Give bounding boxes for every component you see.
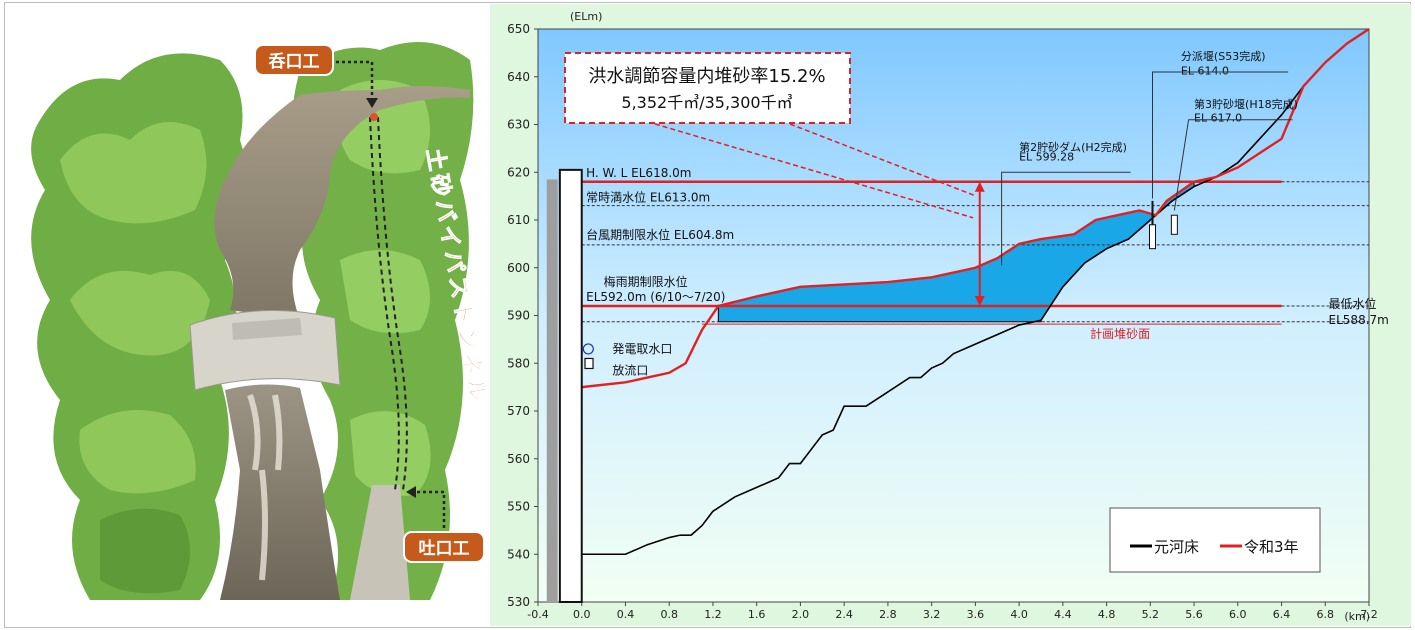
x-tick-label-14: 5.2 bbox=[1142, 608, 1160, 621]
x-tick-label-17: 6.4 bbox=[1273, 608, 1291, 621]
outlet-structure bbox=[350, 485, 410, 600]
reservoir bbox=[214, 86, 470, 320]
outlet-label: 吐口工 bbox=[419, 539, 470, 559]
outlet-marker bbox=[584, 357, 594, 370]
level-label-3: 梅雨期制限水位 bbox=[604, 274, 688, 289]
dam-illustration: 呑口工 吐口工 土砂バイパストンネル bbox=[31, 42, 490, 601]
y-unit-label: (ELm) bbox=[570, 10, 602, 23]
x-tick-label-4: 1.2 bbox=[704, 608, 722, 621]
y-tick-label-8: 610 bbox=[507, 213, 530, 227]
callout-pointer-2 bbox=[789, 123, 976, 197]
x-tick-label-0: -0.4 bbox=[527, 608, 548, 621]
x-tick-label-13: 4.8 bbox=[1098, 608, 1116, 621]
dam-body bbox=[189, 310, 341, 391]
y-tick-label-3: 560 bbox=[507, 452, 530, 466]
annotations: 第2貯砂ダム(H2完成)EL 599.28 分派堰(S53完成)EL 614.0 第… bbox=[654, 49, 1298, 306]
inlet-marker bbox=[370, 113, 378, 121]
weir-pier-1 bbox=[1149, 224, 1157, 250]
annotation-2-value: EL 617.0 bbox=[1194, 112, 1242, 125]
x-tick-label-12: 4.4 bbox=[1054, 608, 1072, 621]
y-tick-label-6: 590 bbox=[507, 309, 530, 323]
annotation-2-leader bbox=[1173, 119, 1293, 211]
capacity-arrow-head-bottom bbox=[974, 295, 985, 306]
level-label-1: 常時満水位 EL613.0m bbox=[586, 190, 710, 205]
x-tick-label-3: 0.8 bbox=[660, 608, 678, 621]
y-tick-label-10: 630 bbox=[507, 118, 530, 132]
level-label-4b: EL588.7m bbox=[1329, 313, 1389, 327]
intake-label: 発電取水口 bbox=[612, 342, 672, 356]
legend-box bbox=[1109, 507, 1321, 573]
x-tick-label-2: 0.4 bbox=[617, 608, 635, 621]
x-tick-label-10: 3.6 bbox=[967, 608, 985, 621]
callout-line1: 洪水調節容量内堆砂率15.2% bbox=[588, 66, 825, 87]
dam-wall bbox=[558, 168, 583, 604]
y-tick-label-2: 550 bbox=[507, 500, 530, 514]
dam-wall-shadow bbox=[546, 179, 558, 602]
legend-label-1: 令和3年 bbox=[1244, 538, 1299, 556]
callout-pointer-1 bbox=[654, 123, 974, 219]
level-label-4: 最低水位 bbox=[1329, 296, 1377, 311]
annotation-1-leader bbox=[1152, 71, 1289, 199]
x-tick-label-15: 5.6 bbox=[1185, 608, 1203, 621]
y-tick-label-0: 530 bbox=[507, 595, 530, 609]
inlet-label-box bbox=[254, 44, 334, 76]
x-tick-label-11: 4.0 bbox=[1010, 608, 1027, 621]
legend-label-0: 元河床 bbox=[1154, 538, 1199, 556]
series-line-1 bbox=[581, 27, 1370, 389]
water-levels: H. W. L EL618.0m 常時満水位 EL613.0m 台風期制限水位 EL… bbox=[581, 166, 1389, 341]
spillway bbox=[220, 384, 340, 600]
axes: 530 540 550 560 570 580 590 600 610 620 630 640 650 -… bbox=[507, 22, 1378, 621]
x-tick-label-16: 6.0 bbox=[1229, 608, 1247, 621]
annotation-0-label: 第2貯砂ダム(H2完成) bbox=[1019, 140, 1127, 154]
weir-pier-2 bbox=[1170, 214, 1178, 235]
x-tick-label-8: 2.8 bbox=[879, 608, 897, 621]
y-tick-label-4: 570 bbox=[507, 404, 530, 418]
x-tick-label-18: 6.8 bbox=[1317, 608, 1335, 621]
level-label-0: H. W. L EL618.0m bbox=[586, 166, 691, 180]
level-label-2: 台風期制限水位 EL604.8m bbox=[586, 227, 734, 242]
capacity-arrow-head-top bbox=[974, 181, 985, 192]
bypass-tunnel-line-a bbox=[369, 116, 400, 491]
intake-marker bbox=[582, 343, 594, 355]
planned-sediment-label: 計画堆砂面 bbox=[1090, 326, 1150, 341]
x-tick-label-6: 2.0 bbox=[792, 608, 810, 621]
x-tick-label-5: 1.6 bbox=[748, 608, 766, 621]
series-lines bbox=[581, 27, 1370, 556]
reservoir-profile-chart: 530 540 550 560 570 580 590 600 610 620 630 640 650 -… bbox=[490, 4, 1411, 626]
annotation-2-label: 第3貯砂堰(H18完成) bbox=[1194, 97, 1298, 111]
x-tick-label-7: 2.4 bbox=[835, 608, 853, 621]
x-tick-label-9: 3.2 bbox=[923, 608, 941, 621]
outlet-label: 放流口 bbox=[612, 362, 648, 377]
outlet-arrow bbox=[414, 490, 446, 528]
y-tick-label-12: 650 bbox=[507, 22, 530, 36]
annotation-1-label: 分派堰(S53完成) bbox=[1181, 49, 1266, 63]
annotation-0-leader bbox=[1001, 171, 1131, 266]
annotation-1-value: EL 614.0 bbox=[1181, 64, 1229, 77]
annotation-0-value: EL 599.28 bbox=[1019, 150, 1074, 163]
inlet-arrow bbox=[336, 60, 374, 100]
forest-left bbox=[31, 53, 248, 601]
callout-box bbox=[564, 52, 851, 124]
sediment-callout: 洪水調節容量内堆砂率15.2% 5,352千㎥/35,300千㎥ bbox=[564, 52, 851, 124]
y-tick-label-9: 620 bbox=[507, 165, 530, 179]
legend: 元河床 令和3年 bbox=[1109, 507, 1321, 573]
y-tick-label-11: 640 bbox=[507, 70, 530, 84]
x-unit-label: (km) bbox=[1344, 610, 1370, 623]
y-tick-label-7: 600 bbox=[507, 261, 530, 275]
x-tick-label-19: 7.2 bbox=[1360, 608, 1378, 621]
y-tick-label-5: 580 bbox=[507, 356, 530, 370]
outlet-label-box bbox=[403, 531, 485, 563]
y-tick-label-1: 540 bbox=[507, 547, 530, 561]
callout-line2: 5,352千㎥/35,300千㎥ bbox=[621, 93, 792, 112]
forest-right bbox=[292, 42, 474, 600]
level-label-3b: EL592.0m (6/10～7/20) bbox=[586, 290, 725, 304]
bypass-tunnel-line-b bbox=[377, 116, 408, 491]
x-tick-label-1: 0.0 bbox=[573, 608, 591, 621]
inlet-label: 呑口工 bbox=[268, 52, 320, 72]
